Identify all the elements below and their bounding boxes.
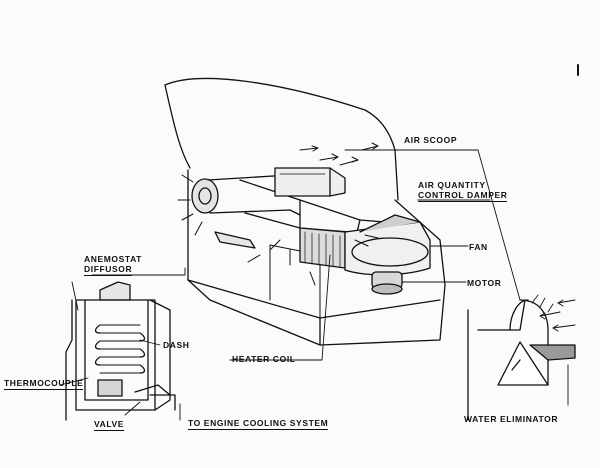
label-heater-coil: HEATER COIL — [232, 354, 296, 364]
heater-coil-block — [299, 227, 346, 269]
label-fan: FAN — [469, 242, 488, 252]
heater-detail — [65, 281, 176, 421]
motor — [371, 271, 403, 295]
label-air-quantity-1: AIR QUANTITY — [418, 180, 486, 190]
airflow-arrows — [177, 142, 379, 286]
label-motor: MOTOR — [467, 278, 502, 288]
windshield — [164, 77, 399, 201]
label-dash: DASH — [163, 340, 190, 350]
air-scoop-box — [274, 167, 346, 197]
cowl-body — [187, 169, 446, 346]
label-anemostat-2: DIFFUSOR — [84, 264, 133, 276]
label-engine-cooling: TO ENGINE COOLING SYSTEM — [188, 418, 329, 430]
fan-housing — [344, 214, 431, 276]
label-anemostat-1: ANEMOSTAT — [84, 254, 142, 264]
label-air-scoop: AIR SCOOP — [404, 135, 458, 145]
label-air-quantity-2: CONTROL DAMPER — [418, 190, 508, 202]
label-valve: VALVE — [94, 419, 125, 431]
control-lever — [214, 231, 256, 249]
label-thermocouple: THERMOCOUPLE — [4, 378, 84, 390]
label-water-eliminator: WATER ELIMINATOR — [464, 414, 559, 424]
water-eliminator-drawing — [467, 294, 576, 421]
